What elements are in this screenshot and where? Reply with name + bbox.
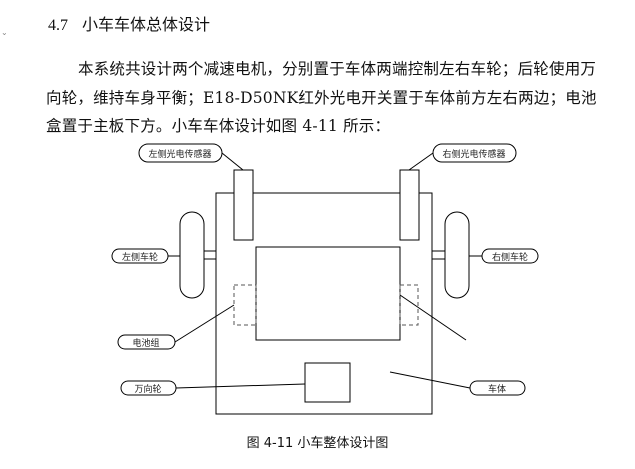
svg-text:电池组: 电池组	[132, 337, 159, 349]
left-sensor-block	[233, 169, 254, 241]
label-caster: 万向轮	[120, 380, 177, 396]
label-right-wheel: 右侧车轮	[481, 248, 539, 264]
svg-text:左侧车轮: 左侧车轮	[122, 251, 158, 263]
label-left-sensor: 左侧光电传感器	[138, 143, 223, 163]
label-left-wheel: 左侧车轮	[111, 248, 169, 264]
right-motor-dashed	[399, 284, 419, 326]
svg-text:左侧光电传感器: 左侧光电传感器	[148, 148, 211, 160]
section-title: 小车车体总体设计	[82, 15, 211, 34]
main-board	[255, 246, 401, 341]
svg-text:右侧车轮: 右侧车轮	[492, 251, 528, 263]
car-body-outline	[215, 192, 433, 415]
section-heading: 4.7 小车车体总体设计	[48, 11, 210, 35]
right-wheel	[444, 211, 470, 299]
left-axle	[203, 250, 217, 260]
caster-block	[304, 362, 351, 403]
svg-text:车体: 车体	[488, 383, 506, 395]
margin-marker: ⌄	[1, 28, 8, 37]
label-right-sensor: 右侧光电传感器	[432, 143, 517, 163]
figure-caption: 图 4-11 小车整体设计图	[246, 436, 389, 451]
svg-text:右侧光电传感器: 右侧光电传感器	[442, 148, 505, 160]
label-body: 车体	[469, 380, 526, 396]
right-axle	[431, 250, 446, 260]
right-sensor-block	[399, 169, 420, 241]
body-paragraph: 本系统共设计两个减速电机，分别置于车体两端控制左右车轮；后轮使用万向轮，维持车身…	[46, 60, 597, 135]
svg-text:万向轮: 万向轮	[134, 383, 161, 395]
label-battery: 电池组	[117, 334, 176, 350]
section-number: 4.7	[48, 17, 68, 34]
left-motor-dashed	[233, 284, 257, 326]
left-wheel	[179, 211, 205, 299]
